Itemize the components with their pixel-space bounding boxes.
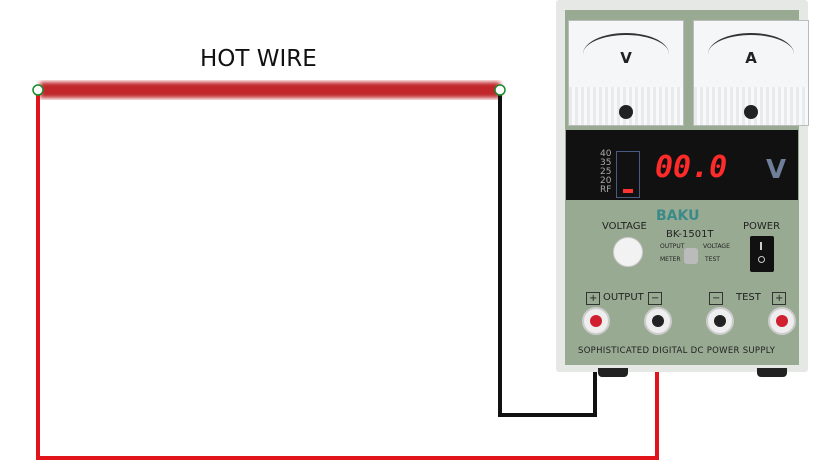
meter-toggle-switch[interactable] <box>684 248 698 264</box>
digital-display <box>566 130 798 200</box>
display-unit: V <box>766 155 787 185</box>
foot <box>757 368 787 377</box>
model-label: BK-1501T <box>666 229 714 240</box>
scale-label: 25 <box>600 167 612 177</box>
switch-label: VOLTAGE <box>703 243 730 250</box>
power-label: POWER <box>743 221 781 232</box>
switch-label: TEST <box>705 256 720 263</box>
switch-label: OUTPUT <box>660 243 685 250</box>
voltage-label: VOLTAGE <box>602 221 647 232</box>
right-terminal[interactable] <box>494 84 506 96</box>
test-negative-jack[interactable] <box>706 307 734 335</box>
switch-label: METER <box>660 256 681 263</box>
foot <box>598 368 628 377</box>
ammeter: A <box>693 20 809 126</box>
level-bar <box>616 151 640 198</box>
zero-adjust-knob[interactable] <box>744 105 758 119</box>
output-plus-label: + <box>586 292 601 305</box>
scale-label: 40 <box>600 149 612 159</box>
bar-scale: 40 35 25 20 RF <box>600 150 611 195</box>
hot-wire-label: HOT WIRE <box>200 46 317 72</box>
test-plus-label: + <box>772 292 787 305</box>
test-positive-jack[interactable] <box>768 307 796 335</box>
test-label: TEST <box>736 292 761 303</box>
brand-logo: BAKU <box>656 208 700 224</box>
test-minus-label: − <box>709 292 724 305</box>
output-minus-label: − <box>648 292 663 305</box>
scale-label: 20 <box>600 176 612 186</box>
left-terminal[interactable] <box>32 84 44 96</box>
red-lead-wire[interactable] <box>36 90 659 460</box>
scale-label: 35 <box>600 158 612 168</box>
display-value: 00.0 <box>655 150 728 185</box>
power-switch[interactable] <box>750 236 774 272</box>
output-negative-jack[interactable] <box>644 307 672 335</box>
scale-label: RF <box>600 185 612 195</box>
voltmeter-label: V <box>620 49 632 67</box>
hot-wire[interactable] <box>40 82 500 98</box>
voltage-knob[interactable] <box>613 237 643 267</box>
ammeter-label: A <box>745 49 757 67</box>
voltmeter: V <box>568 20 684 126</box>
output-label: OUTPUT <box>603 292 644 303</box>
zero-adjust-knob[interactable] <box>619 105 633 119</box>
output-positive-jack[interactable] <box>582 307 610 335</box>
footer-label: SOPHISTICATED DIGITAL DC POWER SUPPLY <box>578 346 776 356</box>
